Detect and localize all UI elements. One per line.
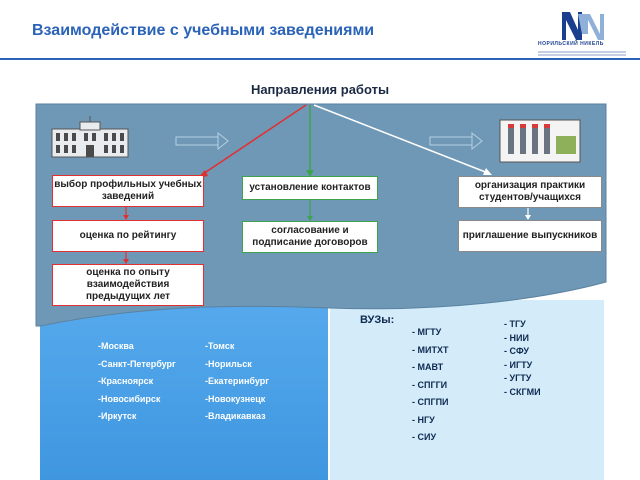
list-item: - НИИ bbox=[504, 332, 529, 343]
university-building-icon bbox=[51, 116, 129, 158]
box-graduates: приглашение выпускников bbox=[458, 220, 602, 252]
list-item: - СИУ bbox=[412, 432, 437, 442]
list-item: -Новокузнецк bbox=[205, 393, 266, 404]
list-item: - СПГПИ bbox=[412, 397, 449, 407]
list-item: -Красноярск bbox=[98, 376, 154, 386]
box-rating: оценка по рейтингу bbox=[52, 220, 204, 252]
list-item: - СКГМИ bbox=[504, 386, 541, 397]
list-item: - ТГУ bbox=[504, 319, 526, 329]
universities-list-2: - ТГУ - НИИ - СФУ - ИГТУ - УГТУ - СКГМИ bbox=[504, 318, 541, 399]
list-item: -Москва bbox=[98, 341, 134, 351]
right-double-arrow bbox=[429, 131, 483, 151]
list-item: -Екатеринбург bbox=[205, 376, 269, 386]
list-item: - СПГГИ bbox=[412, 379, 448, 390]
cities-list-2: -Томск -Норильск -Екатеринбург -Новокузн… bbox=[205, 338, 269, 426]
logo-text: НОРИЛЬСКИЙ НИКЕЛЬ bbox=[538, 41, 604, 47]
list-item: -Томск bbox=[205, 341, 235, 351]
cities-list-1: -Москва -Санкт-Петербург -Красноярск -Но… bbox=[98, 338, 176, 426]
list-item: - МАВТ bbox=[412, 362, 444, 372]
list-item: -Норильск bbox=[205, 358, 252, 369]
cities-panel bbox=[40, 300, 328, 480]
box-internships: организация практики студентов/учащихся bbox=[458, 176, 602, 208]
box-select-institutions: выбор профильных учебных заведений bbox=[52, 175, 204, 207]
list-item: - ИГТУ bbox=[504, 359, 533, 370]
list-item: -Владикавказ bbox=[205, 411, 266, 421]
arrow-to-right bbox=[313, 104, 489, 174]
box-establish-contacts: установление контактов bbox=[242, 176, 378, 200]
arrowhead-center bbox=[306, 170, 314, 177]
company-logo-icon bbox=[538, 12, 626, 56]
box-contracts: согласование и подписание договоров bbox=[242, 221, 378, 253]
list-item: -Новосибирск bbox=[98, 393, 161, 404]
title-divider bbox=[0, 58, 640, 60]
list-item: - НГУ bbox=[412, 414, 435, 425]
diagram-subtitle: Направления работы bbox=[250, 82, 390, 97]
list-item: - СФУ bbox=[504, 346, 529, 356]
arrow-to-left bbox=[199, 104, 307, 177]
list-item: -Санкт-Петербург bbox=[98, 358, 176, 369]
arrowhead-right bbox=[483, 168, 492, 175]
universities-panel bbox=[330, 300, 604, 480]
universities-label: ВУЗы: bbox=[360, 314, 395, 326]
list-item: -Иркутск bbox=[98, 411, 137, 421]
list-item: - УГТУ bbox=[504, 373, 532, 383]
list-item: - МГТУ bbox=[412, 327, 442, 337]
left-double-arrow bbox=[175, 131, 229, 151]
factory-icon bbox=[499, 119, 581, 163]
universities-list-1: - МГТУ - МИТХТ - МАВТ - СПГГИ - СПГПИ - … bbox=[412, 324, 449, 447]
page-title: Взаимодействие с учебными заведениями bbox=[32, 22, 375, 39]
list-item: - МИТХТ bbox=[412, 344, 449, 355]
box-experience: оценка по опыту взаимодействия предыдущи… bbox=[52, 264, 204, 306]
